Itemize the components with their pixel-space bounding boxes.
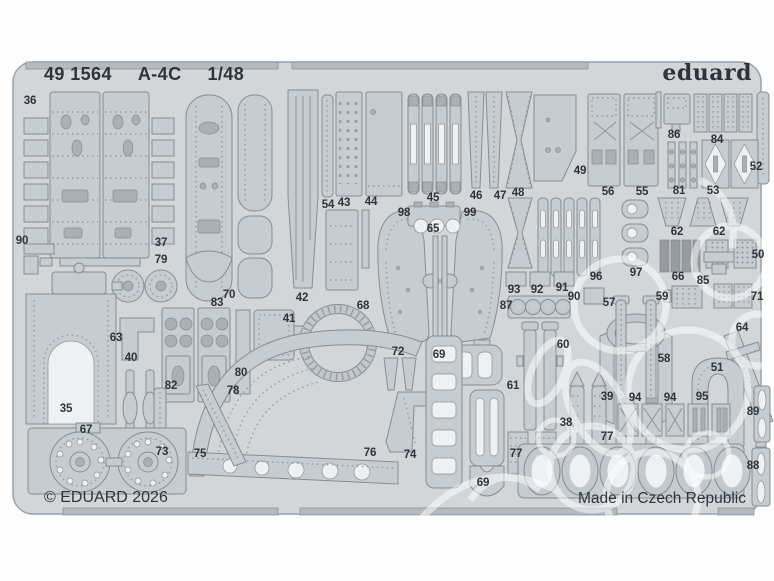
part-number-label: 52 [749, 161, 763, 173]
part-number-label: 48 [511, 187, 525, 199]
part-number-label: 62 [670, 226, 684, 238]
part-number-label: 66 [671, 271, 685, 283]
part-number-label: 46 [469, 190, 483, 202]
part-number-label: 39 [600, 391, 614, 403]
part-number-label: 73 [155, 446, 169, 458]
part-number-label: 75 [193, 448, 207, 460]
part-number-label: 50 [751, 249, 765, 261]
part-number-label: 36 [23, 95, 37, 107]
part-number-label: 71 [750, 291, 764, 303]
part-number-label: 90 [567, 291, 581, 303]
part-number-label: 91 [555, 282, 569, 294]
part-number-label: 92 [530, 284, 544, 296]
part-number-label: 78 [226, 385, 240, 397]
part-number-label: 64 [735, 322, 749, 334]
part-number-label: 45 [426, 192, 440, 204]
part-number-label: 65 [426, 223, 440, 235]
part-number-label: 37 [154, 237, 168, 249]
part-number-label: 77 [600, 431, 614, 443]
part-number-label: 68 [356, 300, 370, 312]
part-number-label: 93 [507, 284, 521, 296]
catalog-number: 49 1564 [44, 64, 112, 84]
part-number-label: 47 [493, 190, 507, 202]
part-number-label: 89 [746, 406, 760, 418]
part-number-label: 94 [663, 392, 677, 404]
part-number-label: 60 [556, 339, 570, 351]
sheet-attachment-tabs [25, 61, 755, 516]
eduard-logo: eduard [662, 60, 752, 86]
part-number-label: 56 [601, 186, 615, 198]
part-number-label: 81 [672, 185, 686, 197]
part-number-label: 57 [602, 297, 616, 309]
part-number-label: 95 [695, 391, 709, 403]
part-number-label: 63 [109, 332, 123, 344]
part-number-label: 54 [321, 199, 335, 211]
part-number-label: 80 [234, 367, 248, 379]
watermark-flourish [417, 176, 774, 548]
etched-parts [23, 89, 774, 507]
part-number-label: 69 [476, 477, 490, 489]
part-number-label: 69 [432, 349, 446, 361]
part-number-label: 70 [222, 289, 236, 301]
part-number-label: 79 [154, 254, 168, 266]
part-number-label: 82 [164, 380, 178, 392]
part-number-label: 67 [79, 424, 93, 436]
made-in-text: Made in Czech Republic [577, 490, 746, 507]
part-number-label: 74 [403, 449, 417, 461]
part-number-label: 51 [710, 362, 724, 374]
part-number-label: 88 [746, 460, 760, 472]
part-number-label: 38 [559, 417, 573, 429]
part-number-label: 96 [589, 271, 603, 283]
subject-name: A-4C [137, 64, 182, 84]
part-number-label: 62 [712, 226, 726, 238]
part-number-label: 53 [706, 185, 720, 197]
part-number-label: 59 [655, 291, 669, 303]
part-number-label: 99 [463, 207, 477, 219]
part-number-label: 35 [59, 403, 73, 415]
part-number-label: 83 [210, 297, 224, 309]
part-number-label: 43 [337, 197, 351, 209]
part-number-label: 58 [657, 353, 671, 365]
part-number-label: 85 [696, 275, 710, 287]
part-number-label: 55 [635, 186, 649, 198]
part-number-label: 86 [667, 129, 681, 141]
scale: 1/48 [207, 64, 245, 84]
part-number-label: 40 [124, 352, 138, 364]
sheet-title: 49 1564 A-4C 1/48 [44, 64, 270, 85]
part-number-label: 90 [15, 235, 29, 247]
part-number-label: 61 [506, 380, 520, 392]
part-number-label: 41 [282, 313, 296, 325]
part-number-label: 97 [629, 267, 643, 279]
part-number-label: 84 [710, 134, 724, 146]
copyright-text: © EDUARD 2026 [44, 489, 168, 506]
part-number-label: 77 [509, 448, 523, 460]
part-number-label: 76 [363, 447, 377, 459]
part-number-label: 44 [364, 196, 378, 208]
part-number-label: 49 [573, 165, 587, 177]
part-number-label: 98 [397, 207, 411, 219]
part-number-label: 94 [628, 392, 642, 404]
part-number-label: 42 [295, 292, 309, 304]
part-number-label: 72 [391, 346, 405, 358]
part-number-label: 87 [499, 300, 513, 312]
